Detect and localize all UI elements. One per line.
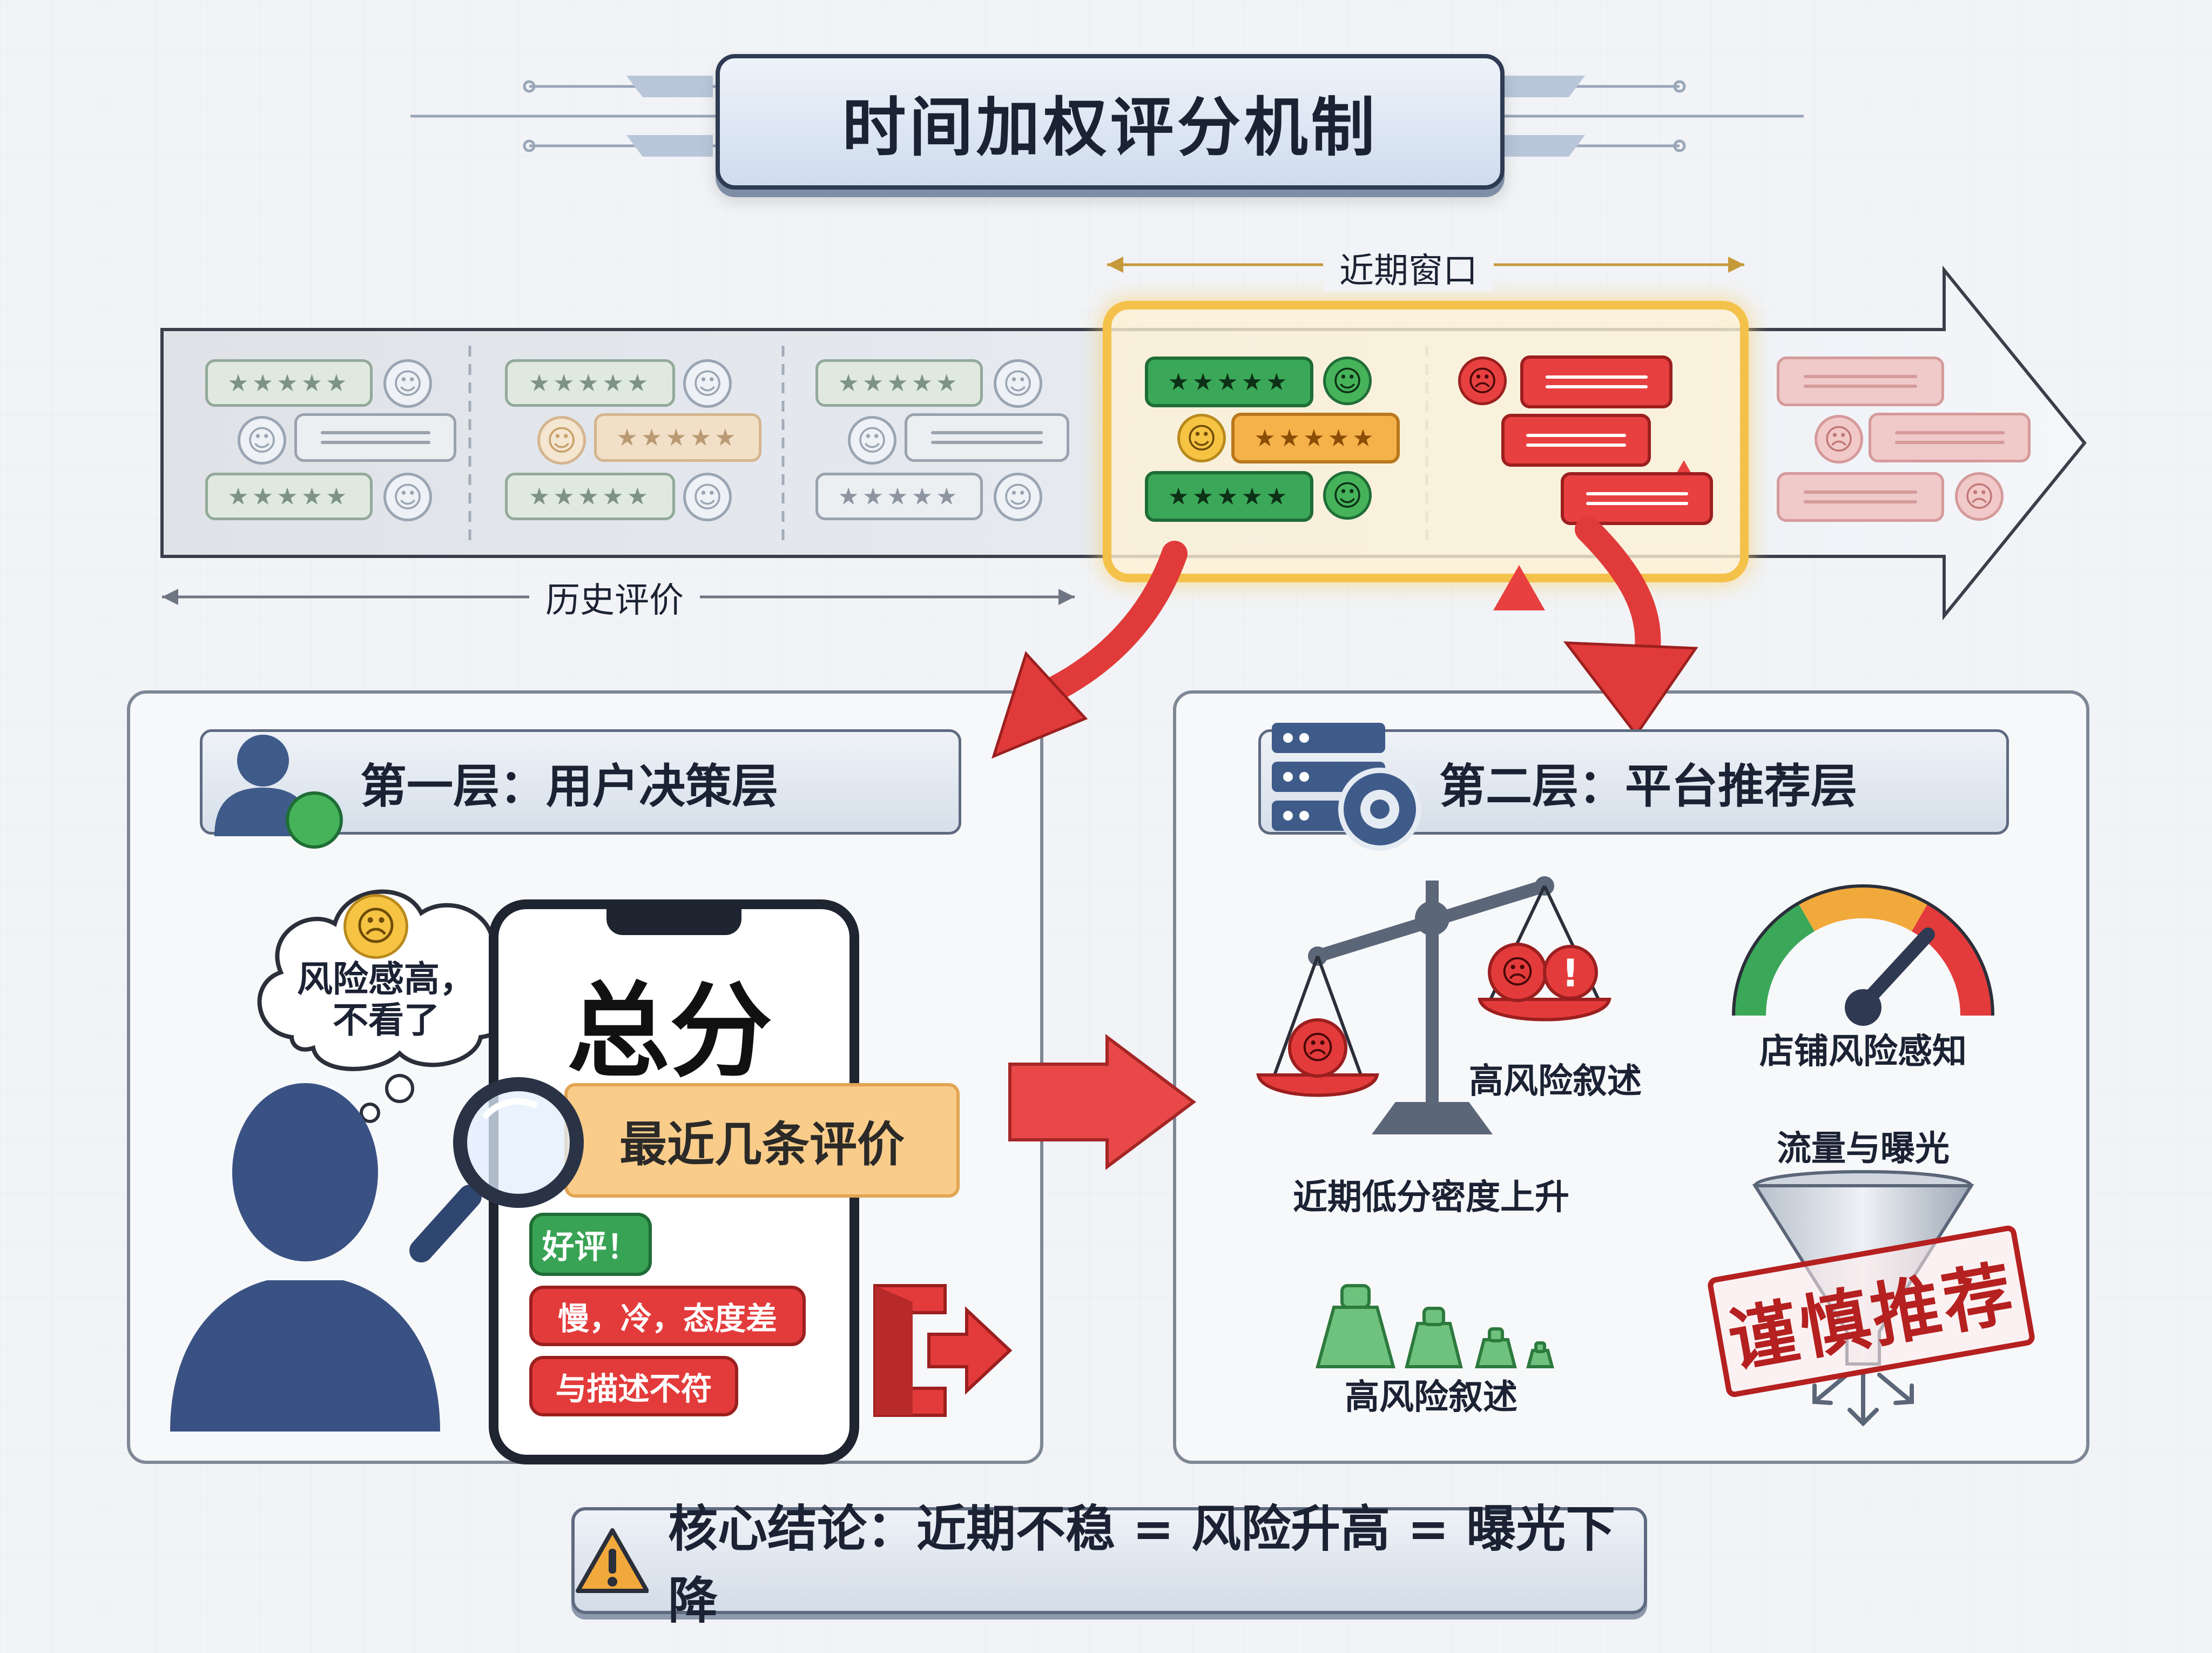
title-circuit-decoration <box>410 76 1804 157</box>
five-star-chip: ★★★★★ <box>1145 471 1313 522</box>
star-rating-chip: ★★★★★ <box>815 359 983 407</box>
happy-face-icon: ☺ <box>994 473 1042 521</box>
sad-face-icon: ☹ <box>1955 472 2004 521</box>
faded-review-bubble <box>1777 472 1944 522</box>
thought-line-2: 不看了 <box>333 999 440 1041</box>
conclusion-text: 核心结论：近期不稳 = 风险升高 = 曝光下降 <box>668 1500 1616 1630</box>
flow-arrows <box>992 516 1698 1170</box>
five-star-chip: ★★★★★ <box>1145 357 1313 407</box>
sad-face-icon: ☹ <box>1815 415 1863 463</box>
weights-label: 高风险叙述 <box>1345 1378 1518 1417</box>
thought-cloud <box>257 889 519 1123</box>
star-rating-chip: ★★★★★ <box>505 359 675 407</box>
happy-face-icon: ☺ <box>1323 357 1372 405</box>
scale-right-label: 高风险叙述 <box>1469 1061 1642 1101</box>
recent-window-label: 近期窗口 <box>1323 243 1494 293</box>
conclusion-banner: 核心结论：近期不稳 = 风险升高 = 曝光下降 <box>571 1500 1647 1630</box>
sad-face-icon: ☹ <box>1458 357 1507 405</box>
magnifier-icon <box>409 1077 584 1262</box>
happy-face-icon: ☺ <box>383 359 432 408</box>
bad-review-chip: 慢，冷，态度差 <box>529 1286 806 1346</box>
user-icon <box>214 734 343 849</box>
history-group-3: ★★★★★ ☺ ☺ ★★★★★ ☺ <box>815 359 1069 521</box>
happy-face-icon: ☺ <box>383 473 432 521</box>
balance-scale-icon: ! ☹ ☹ <box>1256 876 1611 1134</box>
happy-face-icon: ☺ <box>1323 471 1372 520</box>
happy-face-icon: ☺ <box>683 473 732 521</box>
five-star-chip: ★★★★★ <box>1231 413 1400 463</box>
layer2-title: 第二层：平台推荐层 <box>1439 760 1857 814</box>
warning-icon <box>1493 565 1545 610</box>
user-silhouette-icon <box>170 1083 440 1432</box>
history-text: 历史评价 <box>529 581 700 621</box>
risk-gauge-icon <box>1732 884 1994 1026</box>
layer1-header: 第一层：用户决策层 <box>200 729 961 849</box>
future-faded-group: ☹ ☹ <box>1777 357 2031 522</box>
neutral-face-icon: ☺ <box>1177 414 1226 462</box>
negative-review-bubble <box>1520 355 1673 408</box>
weights-icon <box>1316 1284 1554 1368</box>
neutral-face-icon: ☺ <box>238 416 286 465</box>
history-group-1: ★★★★★ ☺ ☺ ★★★★★ ☺ <box>205 359 456 521</box>
layer1-title: 第一层：用户决策层 <box>360 760 778 814</box>
recent-window-text: 近期窗口 <box>1323 251 1494 291</box>
neutral-face-icon: ☺ <box>537 416 586 465</box>
thought-text: 风险感高， 不看了 <box>270 959 502 1041</box>
title-banner: 时间加权评分机制 <box>716 54 1505 190</box>
exit-icon <box>873 1284 1013 1417</box>
svg-text:!: ! <box>1562 951 1579 996</box>
neutral-face-icon: ☺ <box>848 416 896 465</box>
worried-face-icon: ☹ <box>343 894 408 959</box>
recent-negative-group: ☹ <box>1458 355 1713 610</box>
history-label: 历史评价 <box>529 573 700 622</box>
recent-reviews-banner: 最近几条评价 <box>564 1083 960 1198</box>
negative-review-bubble <box>1501 414 1651 467</box>
thought-line-1: 风险感高， <box>297 958 475 1000</box>
happy-face-icon: ☺ <box>683 359 732 408</box>
recent-positive-group: ★★★★★ ☺ ☺ ★★★★★ ★★★★★ ☺ <box>1145 357 1400 522</box>
page-title: 时间加权评分机制 <box>842 90 1378 165</box>
negative-review-bubble <box>1561 472 1713 525</box>
star-rating-chip: ★★★★★ <box>205 359 373 407</box>
warning-icon <box>576 1528 649 1593</box>
recent-reviews-text: 最近几条评价 <box>619 1116 905 1172</box>
star-rating-chip: ★★★★★ <box>594 413 761 462</box>
gauge-label: 店铺风险感知 <box>1759 1032 1967 1072</box>
star-rating-chip: ★★★★★ <box>815 473 983 520</box>
text-review-bubble <box>294 413 456 462</box>
traffic-label: 流量与曝光 <box>1777 1129 1950 1169</box>
svg-text:☹: ☹ <box>1501 953 1535 991</box>
faded-review-bubble <box>1869 413 2031 462</box>
faded-review-bubble <box>1777 357 1944 406</box>
happy-face-icon: ☺ <box>994 359 1042 408</box>
phone-notch <box>606 908 741 935</box>
good-review-chip: 好评！ <box>529 1213 652 1276</box>
star-rating-chip: ★★★★★ <box>205 473 373 520</box>
text-review-bubble <box>905 413 1069 462</box>
bad-review-chip: 与描述不符 <box>529 1356 738 1416</box>
phone-total-score: 总分 <box>567 972 773 1091</box>
star-rating-chip: ★★★★★ <box>505 473 675 520</box>
scale-bottom-label: 近期低分密度上升 <box>1293 1178 1569 1218</box>
svg-text:☹: ☹ <box>1301 1029 1335 1067</box>
server-gear-icon <box>1272 722 1421 851</box>
history-group-2: ★★★★★ ☺ ☺ ★★★★★ ★★★★★ ☺ <box>505 359 761 521</box>
layer2-header: 第二层：平台推荐层 <box>1258 722 2009 851</box>
